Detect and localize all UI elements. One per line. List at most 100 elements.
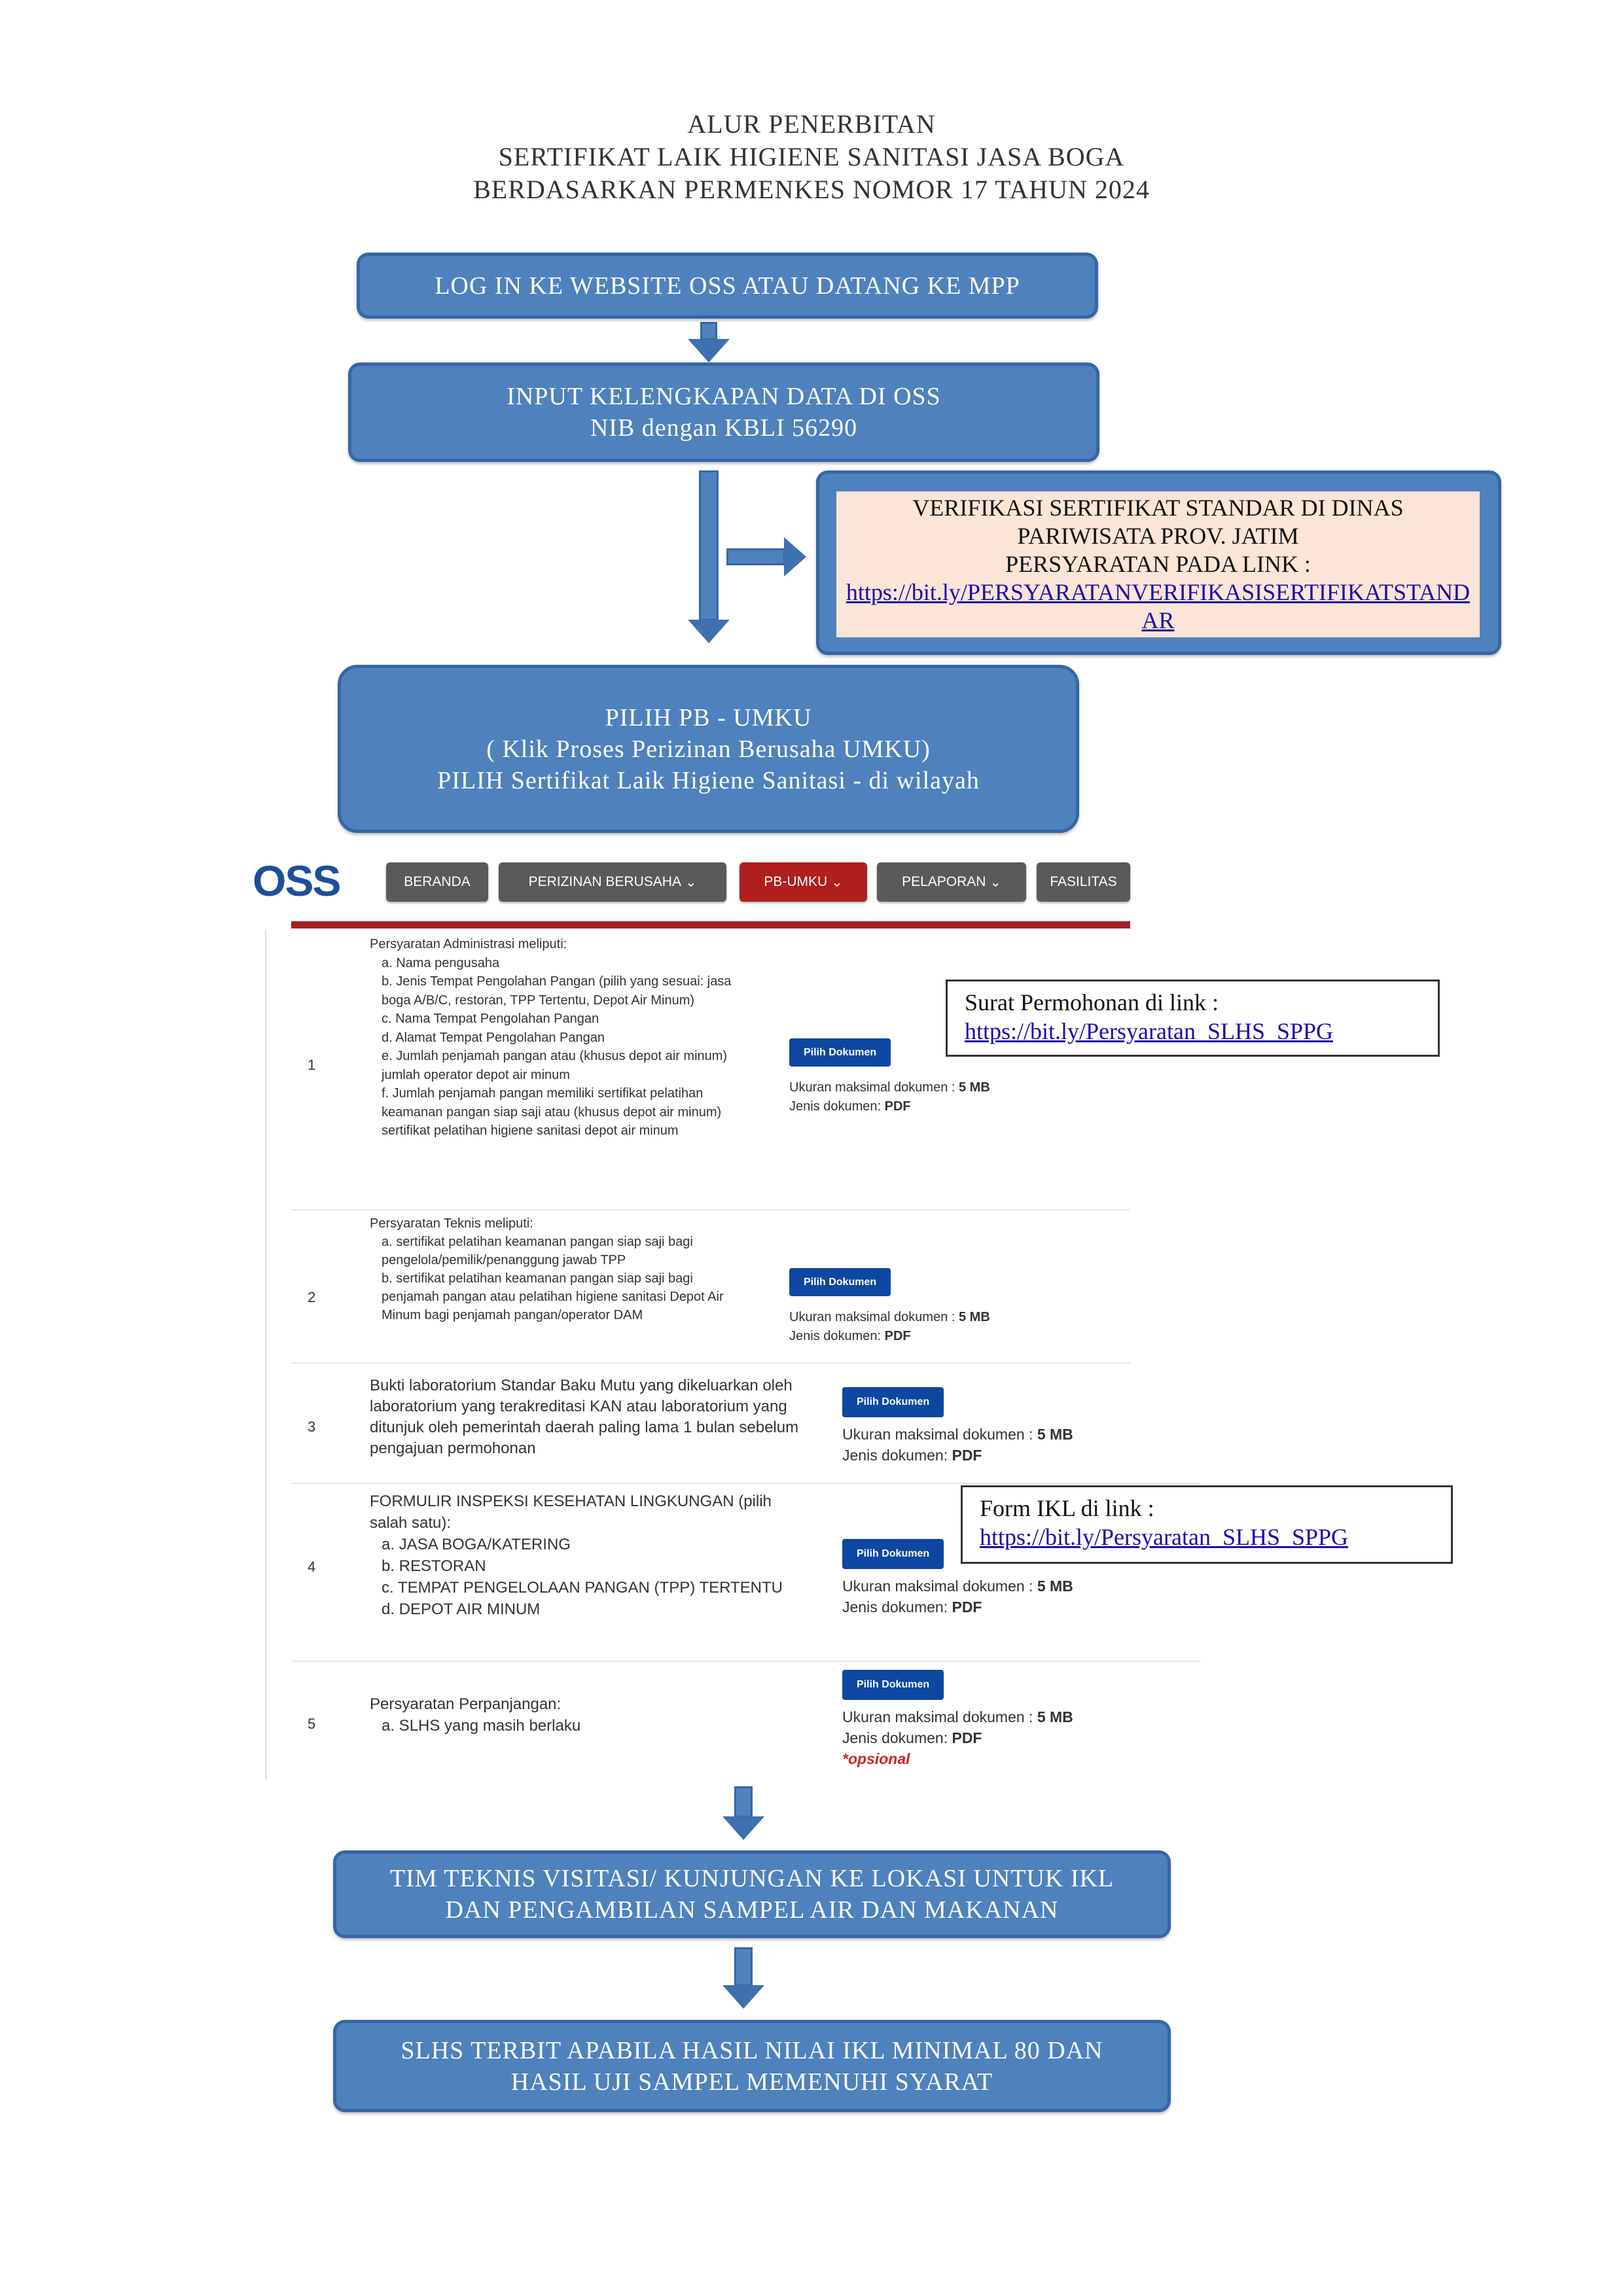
pilih-dokumen-button[interactable]: Pilih Dokumen: [842, 1670, 944, 1700]
pilih-dokumen-button[interactable]: Pilih Dokumen: [789, 1038, 891, 1067]
step-text: LOG IN KE WEBSITE OSS ATAU DATANG KE MPP: [435, 272, 1020, 300]
arrow-head-icon: [722, 1985, 764, 2009]
nav-label: PELAPORAN: [902, 874, 986, 889]
step-text: INPUT KELENGKAPAN DATA DI OSS: [507, 383, 941, 410]
title-line: BERDASARKAN PERMENKES NOMOR 17 TAHUN 202…: [473, 175, 1150, 204]
step-input: INPUT KELENGKAPAN DATA DI OSS NIB dengan…: [348, 362, 1099, 462]
red-divider: [291, 921, 1130, 928]
type-value: PDF: [952, 1447, 982, 1464]
size-label: Ukuran maksimal dokumen :: [842, 1578, 1037, 1595]
size-label: Ukuran maksimal dokumen :: [842, 1708, 1037, 1725]
callout-label: Form IKL di link :: [980, 1495, 1154, 1521]
requirement-item: b. sertifikat pelatihan keamanan pangan …: [382, 1271, 724, 1322]
title-line: SERTIFIKAT LAIK HIGIENE SANITASI JASA BO…: [498, 142, 1125, 171]
requirement-heading: Persyaratan Administrasi meliputi:: [370, 937, 567, 951]
step-text: PILIH Sertifikat Laik Higiene Sanitasi -…: [437, 766, 980, 794]
step-slhs-terbit: SLHS TERBIT APABILA HASIL NILAI IKL MINI…: [333, 2020, 1171, 2112]
nav-label: PB-UMKU: [764, 874, 828, 889]
surat-permohonan-callout: Surat Permohonan di link : https://bit.l…: [946, 980, 1440, 1057]
oss-logo: OSS: [253, 857, 341, 905]
document-upload: Pilih Dokumen Ukuran maksimal dokumen : …: [789, 1038, 990, 1116]
requirement-item: d. Alamat Tempat Pengolahan Pangan: [382, 1030, 605, 1045]
arrow-down-icon: [734, 1786, 753, 1818]
size-value: 5 MB: [958, 1310, 990, 1324]
verifikasi-panel: VERIFIKASI SERTIFIKAT STANDAR DI DINAS P…: [836, 491, 1480, 637]
requirement-item: a. Nama pengusaha: [382, 955, 500, 970]
step-visitasi: TIM TEKNIS VISITASI/ KUNJUNGAN KE LOKASI…: [333, 1850, 1171, 1938]
chevron-down-icon: ⌄: [990, 874, 1001, 890]
nav-perizinan-berusaha[interactable]: PERIZINAN BERUSAHA ⌄: [499, 862, 726, 902]
requirement-item: b. RESTORAN: [382, 1557, 486, 1575]
step-text: NIB dengan KBLI 56290: [590, 414, 858, 442]
table-row: 5 Persyaratan Perpanjangan: a. SLHS yang…: [291, 1662, 1201, 1780]
requirement-heading: FORMULIR INSPEKSI KESEHATAN LINGKUNGAN (…: [370, 1492, 772, 1532]
row-number: 2: [308, 1289, 316, 1305]
callout-label: Surat Permohonan di link :: [965, 989, 1219, 1016]
pilih-dokumen-button[interactable]: Pilih Dokumen: [842, 1539, 944, 1569]
step-text: TIM TEKNIS VISITASI/ KUNJUNGAN KE LOKASI…: [389, 1865, 1115, 1892]
form-ikl-callout: Form IKL di link : https://bit.ly/Persya…: [961, 1485, 1453, 1564]
type-value: PDF: [884, 1329, 911, 1343]
requirement-text: FORMULIR INSPEKSI KESEHATAN LINGKUNGAN (…: [370, 1491, 802, 1620]
document-upload: Pilih Dokumen Ukuran maksimal dokumen : …: [842, 1539, 1073, 1617]
step-text: ( Klik Proses Perizinan Berusaha UMKU): [486, 735, 931, 763]
form-ikl-link[interactable]: https://bit.ly/Persyaratan_SLHS_SPPG: [980, 1524, 1349, 1550]
document-upload: Pilih Dokumen Ukuran maksimal dokumen : …: [842, 1670, 1073, 1769]
pilih-dokumen-button[interactable]: Pilih Dokumen: [789, 1268, 891, 1296]
pilih-dokumen-button[interactable]: Pilih Dokumen: [842, 1387, 944, 1417]
size-label: Ukuran maksimal dokumen :: [842, 1426, 1037, 1443]
size-label: Ukuran maksimal dokumen :: [789, 1080, 959, 1095]
row-number: 3: [308, 1419, 316, 1435]
step-text: SLHS TERBIT APABILA HASIL NILAI IKL MINI…: [401, 2036, 1103, 2064]
arrow-head-icon: [722, 1816, 764, 1840]
table-row: 2 Persyaratan Teknis meliputi: a. sertif…: [291, 1210, 1130, 1364]
table-row: 3 Bukti laboratorium Standar Baku Mutu y…: [291, 1371, 1201, 1484]
type-label: Jenis dokumen:: [789, 1329, 885, 1343]
step-text: DAN PENGAMBILAN SAMPEL AIR DAN MAKANAN: [445, 1896, 1059, 1924]
type-label: Jenis dokumen:: [842, 1447, 952, 1464]
type-value: PDF: [884, 1099, 911, 1114]
surat-permohonan-link[interactable]: https://bit.ly/Persyaratan_SLHS_SPPG: [965, 1018, 1334, 1044]
nav-beranda[interactable]: BERANDA: [386, 862, 488, 902]
arrow-down-icon: [700, 322, 717, 340]
document-title: ALUR PENERBITAN SERTIFIKAT LAIK HIGIENE …: [0, 108, 1623, 206]
table-border: [265, 929, 266, 1780]
type-label: Jenis dokumen:: [842, 1598, 952, 1616]
size-value: 5 MB: [958, 1080, 990, 1095]
arrow-head-icon: [784, 537, 806, 576]
title-line: ALUR PENERBITAN: [687, 109, 936, 139]
arrow-head-icon: [688, 620, 730, 643]
requirement-heading: Persyaratan Teknis meliputi:: [370, 1216, 533, 1231]
size-value: 5 MB: [1037, 1578, 1073, 1595]
nav-pb-umku[interactable]: PB-UMKU ⌄: [740, 862, 867, 902]
requirement-item: d. DEPOT AIR MINUM: [382, 1600, 541, 1618]
row-number: 1: [308, 1057, 316, 1073]
arrow-right-icon: [726, 548, 785, 565]
nav-label: FASILITAS: [1050, 874, 1117, 889]
requirement-item: a. SLHS yang masih berlaku: [382, 1717, 581, 1735]
requirement-item: a. JASA BOGA/KATERING: [382, 1536, 571, 1553]
step-login: LOG IN KE WEBSITE OSS ATAU DATANG KE MPP: [357, 253, 1098, 319]
requirement-text: Persyaratan Perpanjangan: a. SLHS yang m…: [370, 1693, 795, 1737]
optional-note: *opsional: [842, 1750, 910, 1767]
nav-fasilitas[interactable]: FASILITAS: [1037, 862, 1130, 902]
step-pilih-pb-umku: PILIH PB - UMKU ( Klik Proses Perizinan …: [338, 665, 1079, 833]
nav-label: PERIZINAN BERUSAHA: [528, 874, 681, 889]
requirement-item: f. Jumlah penjamah pangan memiliki serti…: [382, 1086, 722, 1138]
chevron-down-icon: ⌄: [685, 874, 697, 890]
requirement-item: c. Nama Tempat Pengolahan Pangan: [382, 1012, 599, 1026]
requirement-heading: Persyaratan Perpanjangan:: [370, 1695, 562, 1713]
verifikasi-link[interactable]: https://bit.ly/PERSYARATANVERIFIKASISERT…: [846, 579, 1471, 633]
nav-label: BERANDA: [404, 874, 471, 889]
step-text: HASIL UJI SAMPEL MEMENUHI SYARAT: [510, 2068, 993, 2096]
nav-pelaporan[interactable]: PELAPORAN ⌄: [877, 862, 1026, 902]
size-value: 5 MB: [1037, 1708, 1073, 1725]
requirement-item: b. Jenis Tempat Pengolahan Pangan (pilih…: [382, 974, 732, 1008]
table-row: 1 Persyaratan Administrasi meliputi: a. …: [291, 930, 1130, 1210]
row-number: 5: [308, 1716, 316, 1732]
size-label: Ukuran maksimal dokumen :: [789, 1310, 959, 1324]
requirement-text: Persyaratan Teknis meliputi: a. sertifik…: [370, 1214, 736, 1324]
requirement-item: e. Jumlah penjamah pangan atau (khusus d…: [382, 1049, 728, 1082]
type-value: PDF: [952, 1598, 982, 1616]
requirement-item: c. TEMPAT PENGELOLAAN PANGAN (TPP) TERTE…: [382, 1579, 783, 1597]
